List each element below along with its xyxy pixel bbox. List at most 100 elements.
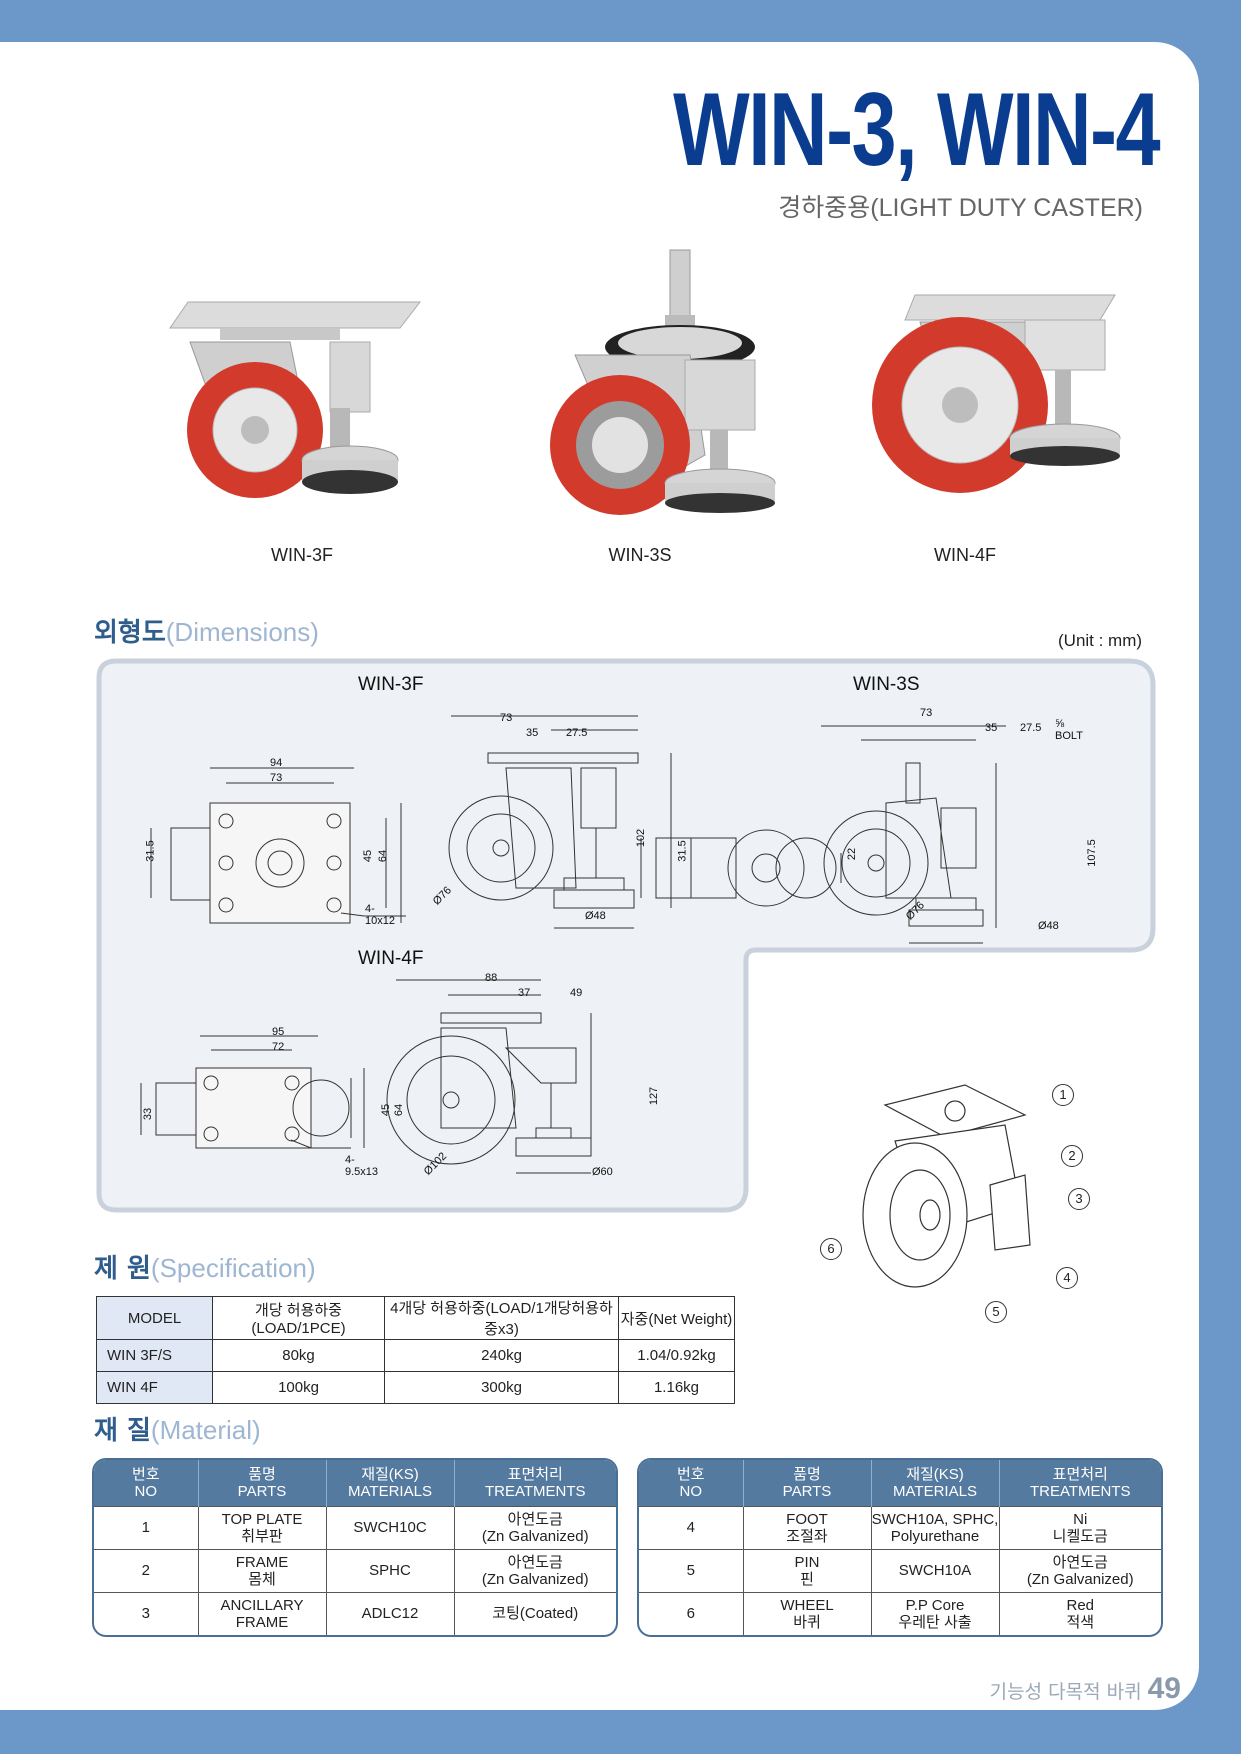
product-label-win-4f: WIN-4F <box>934 545 996 565</box>
callout-5: 5 <box>985 1301 1007 1323</box>
mat-no: 1 <box>94 1505 199 1549</box>
spec-col-load-4: 4개당 허용하중(LOAD/1개당허용하중x3) <box>384 1296 619 1340</box>
table-row: WIN 3F/S 80kg 240kg 1.04/0.92kg <box>96 1339 735 1372</box>
dim-title-win-4f: WIN-4F <box>358 948 424 969</box>
mat-col-materials: 재질(KS)MATERIALS <box>326 1460 455 1506</box>
specification-heading: 제 원(Specification) <box>94 1248 316 1285</box>
mat-material: SPHC <box>326 1548 455 1592</box>
spec-col-load-pce: 개당 허용하중(LOAD/1PCE) <box>212 1296 385 1340</box>
dim-4f-top: 88 <box>485 972 498 984</box>
parts-diagram <box>862 1084 1031 1288</box>
product-photo-win-3s <box>550 249 776 515</box>
dim-3f-w1: 94 <box>270 757 283 769</box>
spec-cell: 80kg <box>212 1339 385 1372</box>
dim-3f-h1: 31.5 <box>144 840 157 862</box>
material-heading: 재 질(Material) <box>94 1410 261 1447</box>
dim-3f-foot: Ø48 <box>585 910 606 922</box>
mat-material: ADLC12 <box>326 1591 455 1635</box>
mat-treatment: 아연도금(Zn Galvanized) <box>999 1548 1161 1592</box>
mat-treatment: 코팅(Coated) <box>454 1591 616 1635</box>
dim-4f-w1: 95 <box>272 1026 285 1038</box>
dim-4f-holes: 4-9.5x13 <box>345 1154 379 1178</box>
mat-no: 2 <box>94 1548 199 1592</box>
dim-3s-off2: 27.5 <box>1020 722 1042 734</box>
product-label-win-3f: WIN-3F <box>271 545 333 565</box>
dim-4f-foot: Ø60 <box>592 1166 613 1178</box>
footer-text: 기능성 다목적 바퀴 <box>989 1681 1142 1703</box>
mat-no: 4 <box>639 1505 744 1549</box>
dim-4f-h3: 64 <box>393 1103 406 1117</box>
page-subtitle: 경하중용(LIGHT DUTY CASTER) <box>778 194 1143 222</box>
spec-cell: WIN 3F/S <box>96 1339 213 1372</box>
material-heading-en: (Material) <box>150 1415 261 1445</box>
spec-col-model: MODEL <box>96 1296 213 1340</box>
dim-3s-height: 107.5 <box>1085 839 1098 867</box>
mat-material: SWCH10A, SPHC,Polyurethane <box>871 1505 1000 1549</box>
dim-3f-holes: 4-10x12 <box>365 903 395 927</box>
mat-material: SWCH10A <box>871 1548 1000 1592</box>
mat-no: 6 <box>639 1591 744 1635</box>
dim-3s-off1: 35 <box>985 722 998 734</box>
mat-treatment: 아연도금(Zn Galvanized) <box>454 1505 616 1549</box>
dimensions-heading-en: (Dimensions) <box>165 617 319 647</box>
spec-col-weight: 자중(Net Weight) <box>618 1296 735 1340</box>
dim-3s-foot: Ø48 <box>1038 920 1059 932</box>
mat-no: 3 <box>94 1591 199 1635</box>
callout-6: 6 <box>820 1238 842 1260</box>
dim-3f-h3: 64 <box>377 849 390 863</box>
mat-treatment: 아연도금(Zn Galvanized) <box>454 1548 616 1592</box>
dim-4f-off2: 49 <box>570 987 583 999</box>
unit-note: (Unit : mm) <box>1058 631 1143 650</box>
dim-4f-h2: 45 <box>380 1103 393 1117</box>
callout-4: 4 <box>1056 1267 1078 1289</box>
dimensions-heading: 외형도(Dimensions) <box>94 612 319 649</box>
page-footer: 기능성 다목적 바퀴 49 <box>990 1672 1181 1706</box>
dim-title-win-3f: WIN-3F <box>358 674 424 695</box>
dim-title-win-3s: WIN-3S <box>853 674 920 695</box>
dim-3s-bolt: ⅝ BOLT <box>1055 718 1083 742</box>
dim-4f-h1: 33 <box>142 1107 155 1121</box>
dim-3f-off1: 35 <box>526 727 539 739</box>
dim-4f-height: 127 <box>648 1086 661 1106</box>
mat-no: 5 <box>639 1548 744 1592</box>
dim-3f-off2: 27.5 <box>566 727 588 739</box>
spec-header-row: MODEL 개당 허용하중(LOAD/1PCE) 4개당 허용하중(LOAD/1… <box>96 1296 735 1340</box>
dim-3s-h2: 22 <box>846 847 859 861</box>
dim-3f-height: 102 <box>635 828 648 848</box>
spec-cell: 100kg <box>212 1371 385 1404</box>
table-row: WIN 4F 100kg 300kg 1.16kg <box>96 1371 735 1404</box>
dimensions-heading-ko: 외형도 <box>94 618 166 648</box>
mat-material: SWCH10C <box>326 1505 455 1549</box>
callout-1: 1 <box>1052 1084 1074 1106</box>
dim-3f-h2: 45 <box>362 849 375 863</box>
specification-heading-ko: 제 원 <box>94 1254 151 1284</box>
spec-cell: WIN 4F <box>96 1371 213 1404</box>
dimensions-panel <box>96 658 1156 1213</box>
dim-3s-top: 73 <box>920 707 933 719</box>
specification-table: MODEL 개당 허용하중(LOAD/1PCE) 4개당 허용하중(LOAD/1… <box>96 1296 735 1404</box>
